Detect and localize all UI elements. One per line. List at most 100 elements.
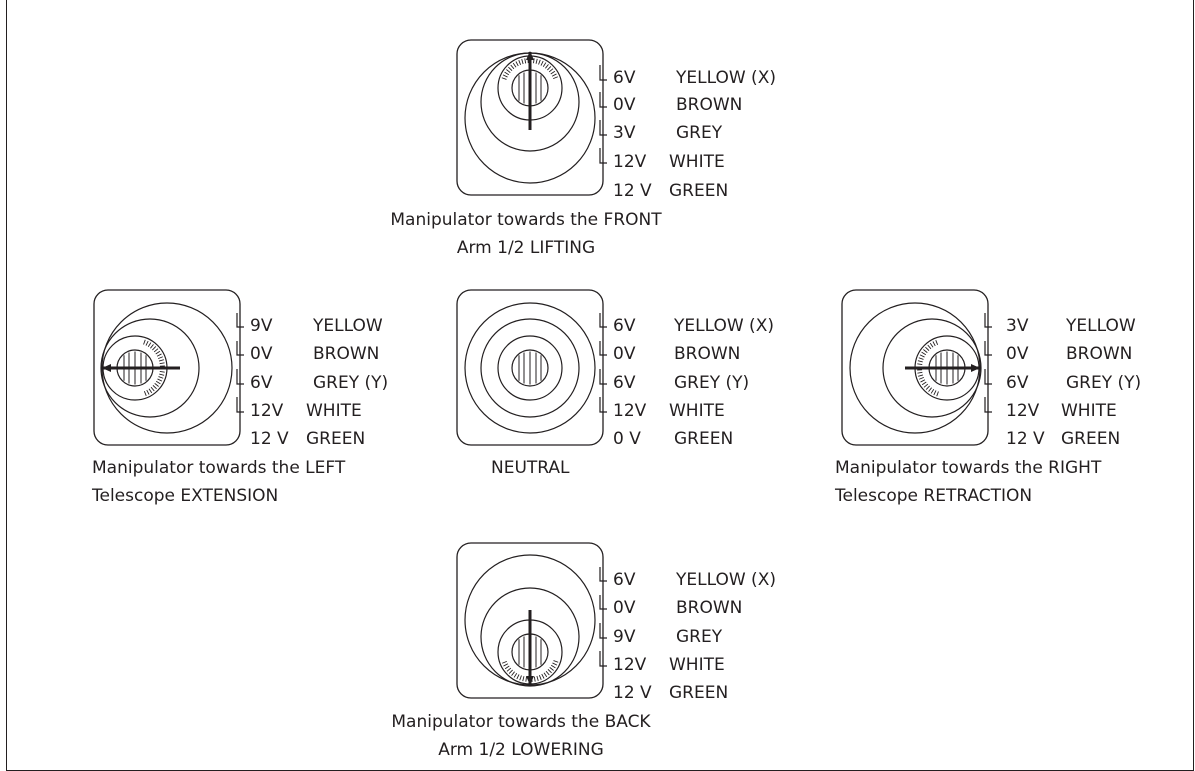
hatch-tick <box>143 391 147 396</box>
pin-voltage: 12V <box>613 401 647 421</box>
caption-line-2: Arm 1/2 LIFTING <box>457 238 595 258</box>
hatch-tick <box>145 340 149 346</box>
pin-voltage: 12V <box>250 401 284 421</box>
knob-grip-lines <box>518 351 542 385</box>
hatch-tick <box>542 62 547 68</box>
pin-color: WHITE <box>1061 401 1117 421</box>
pin-color: BROWN <box>676 598 742 618</box>
pin-voltage: 12 V <box>250 429 289 449</box>
hatch-tick <box>155 350 161 355</box>
joystick-left: 9V YELLOW 0V BROWN 6V GREY (Y) 12V WHITE… <box>91 289 388 506</box>
caption-line-1: Manipulator towards the BACK <box>391 712 651 732</box>
caption-line-1: NEUTRAL <box>491 458 570 478</box>
hatch-tick <box>508 66 513 71</box>
pin-voltage: 0V <box>1006 344 1029 364</box>
hatch-tick <box>159 371 165 373</box>
pin-color: WHITE <box>669 152 725 172</box>
hatch-tick <box>513 672 518 678</box>
pin-voltage: 0 V <box>613 429 641 449</box>
caption-line-2: Arm 1/2 LOWERING <box>438 740 604 760</box>
pin-color: YELLOW <box>1065 316 1136 336</box>
hatch-tick <box>519 675 522 681</box>
pin-voltage: 12 V <box>613 683 652 703</box>
hatch-tick <box>929 342 934 348</box>
pin-voltage: 0V <box>613 598 636 618</box>
hatch-tick <box>158 376 164 379</box>
hatch-tick <box>152 346 157 351</box>
hatch-tick <box>548 68 554 73</box>
joystick-outer-ring <box>464 554 596 686</box>
hatch-tick <box>917 360 923 363</box>
hatch-tick <box>525 676 527 682</box>
hatch-tick <box>918 357 924 360</box>
joystick-back: 6V YELLOW (X) 0V BROWN 9V GREY 12V WHITE… <box>391 542 776 760</box>
hatch-tick <box>155 380 161 385</box>
joystick-middle-ring <box>100 318 200 418</box>
hatch-tick <box>153 348 159 353</box>
hatch-tick <box>504 665 510 670</box>
hatch-tick <box>150 386 155 392</box>
pin-voltage: 12V <box>1006 401 1040 421</box>
caption-line-1: Manipulator towards the RIGHT <box>835 458 1102 478</box>
hatch-tick <box>923 383 929 388</box>
joystick-right: 3V YELLOW 0V BROWN 6V GREY (Y) 12V WHITE… <box>834 289 1141 506</box>
joystick-outer-ring <box>849 302 981 434</box>
pin-list: 9V YELLOW 0V BROWN 6V GREY (Y) 12V WHITE… <box>250 316 388 449</box>
hatch-tick <box>156 353 162 357</box>
pin-color: GREY <box>676 627 723 647</box>
joystick-housing <box>841 289 989 446</box>
hatch-tick <box>506 69 511 73</box>
hatch-tick <box>508 669 513 674</box>
pin-voltage: 0V <box>250 344 273 364</box>
pin-color: YELLOW <box>312 316 383 336</box>
hatch-tick <box>501 77 507 80</box>
hatch-tick <box>512 62 517 68</box>
hatch-tick <box>923 349 928 353</box>
hatch-tick <box>920 379 926 383</box>
pin-ticks <box>236 313 244 413</box>
hatch-tick <box>152 385 157 390</box>
pin-color: WHITE <box>669 655 725 675</box>
pin-color: GREY (Y) <box>1066 373 1141 393</box>
pin-color: WHITE <box>306 401 362 421</box>
pin-color: GREEN <box>669 181 728 201</box>
pin-color: BROWN <box>674 344 740 364</box>
joystick-housing <box>456 39 604 196</box>
hatch-tick <box>511 671 515 676</box>
pin-color: YELLOW (X) <box>673 316 774 336</box>
hatch-tick <box>930 388 935 394</box>
hatch-tick <box>538 675 542 680</box>
hatch-tick <box>549 667 554 671</box>
pin-voltage: 0V <box>613 95 636 115</box>
hatch-tick <box>547 66 552 71</box>
pin-color: GREEN <box>306 429 365 449</box>
hatch-tick <box>504 71 510 76</box>
pin-color: BROWN <box>1066 344 1132 364</box>
pin-voltage: 3V <box>1006 316 1029 336</box>
hatch-tick <box>553 76 558 80</box>
pin-list: 6V YELLOW (X) 0V BROWN 6V GREY (Y) 12V W… <box>613 316 774 449</box>
pin-voltage: 6V <box>613 68 636 88</box>
pin-color: GREEN <box>674 429 733 449</box>
caption-line-2: Telescope RETRACTION <box>834 486 1032 506</box>
hatch-tick <box>936 391 939 397</box>
hatch-tick <box>538 59 541 65</box>
hatch-tick <box>147 342 152 348</box>
hatch-tick <box>550 664 556 669</box>
hatch-tick <box>919 376 924 380</box>
joystick-middle-ring <box>480 587 580 687</box>
hatch-tick <box>158 356 163 360</box>
hatch-tick <box>921 381 927 386</box>
hatch-tick <box>535 58 538 64</box>
hatch-tick <box>550 70 556 75</box>
pin-list: 3V YELLOW 0V BROWN 6V GREY (Y) 12V WHITE… <box>1006 316 1141 449</box>
knob-grip-lines <box>518 71 542 105</box>
hatch-tick <box>518 60 522 65</box>
pin-voltage: 3V <box>613 123 636 143</box>
hatch-tick <box>932 341 936 347</box>
pin-color: GREEN <box>1061 429 1120 449</box>
hatch-tick <box>516 674 520 680</box>
hatch-tick <box>157 378 163 382</box>
hatch-tick <box>925 346 930 351</box>
caption-line-1: Manipulator towards the FRONT <box>390 210 662 230</box>
